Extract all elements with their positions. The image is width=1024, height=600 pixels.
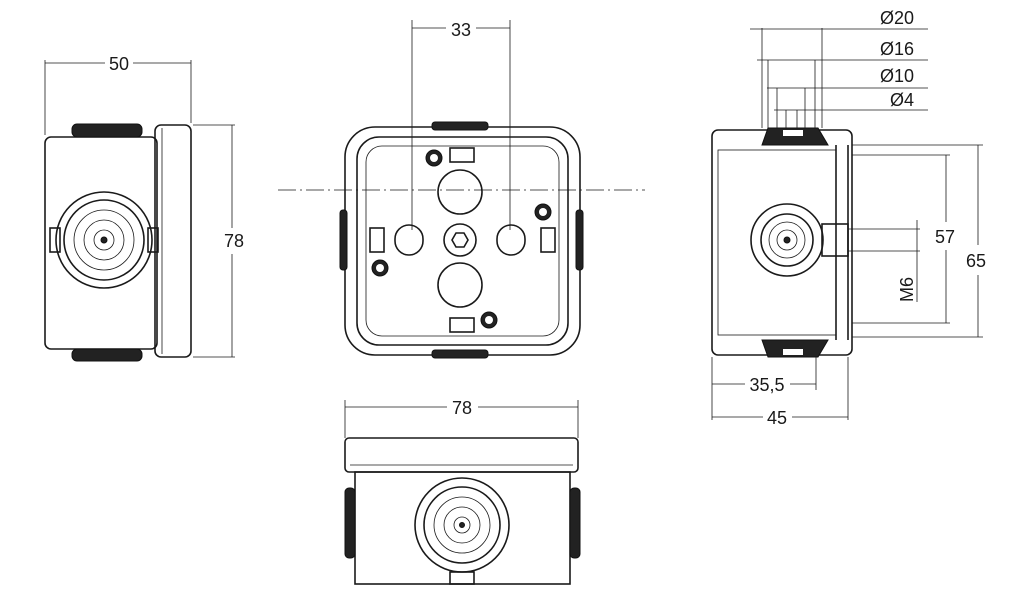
depth-inner-label: 35,5 (749, 375, 784, 395)
side-width-label: 50 (109, 54, 129, 74)
thread-label: M6 (897, 277, 917, 302)
diameter-20-label: Ø20 (880, 8, 914, 28)
diameter-10-label: Ø10 (880, 66, 914, 86)
bottom-width-label: 78 (452, 398, 472, 418)
diameter-4-label: Ø4 (890, 90, 914, 110)
outer-height-label: 65 (966, 251, 986, 271)
top-view: 33 (278, 20, 645, 359)
side-view: 50 78 (44, 54, 244, 362)
bottom-view: 78 (344, 398, 581, 585)
side-height-label: 78 (224, 231, 244, 251)
depth-outer-label: 45 (767, 408, 787, 428)
inner-height-label: 57 (935, 227, 955, 247)
diameter-16-label: Ø16 (880, 39, 914, 59)
section-view: Ø20 Ø16 Ø10 Ø4 65 57 M6 35,5 45 (711, 8, 986, 428)
top-spacing-label: 33 (451, 20, 471, 40)
